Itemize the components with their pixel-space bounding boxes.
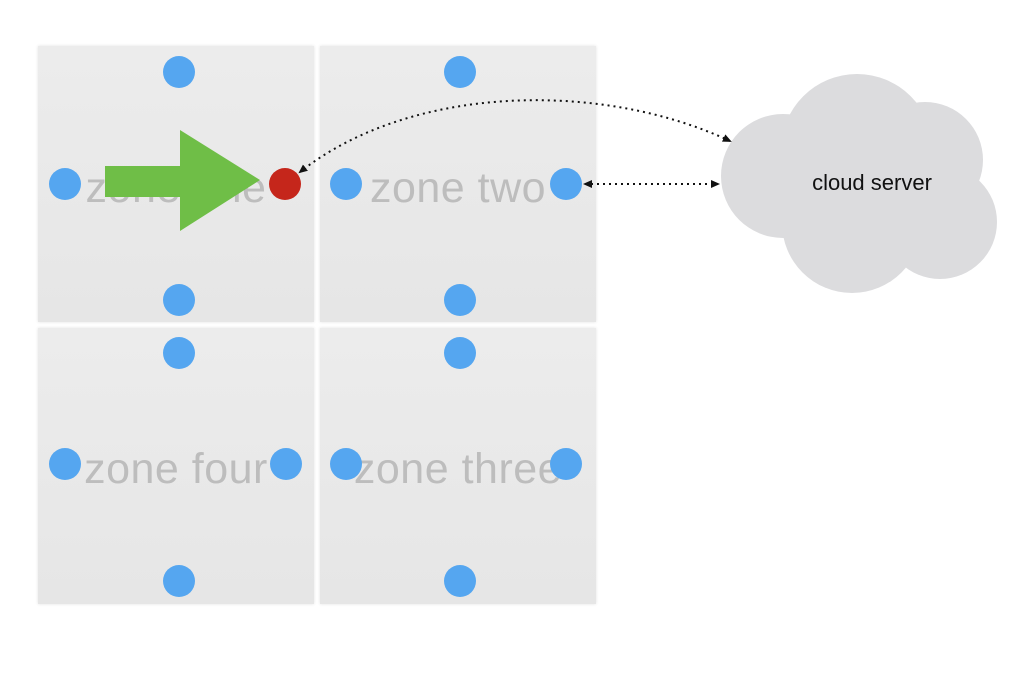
zone-two-bottom-node <box>444 284 476 316</box>
zone-four-label: zone four <box>84 445 268 493</box>
zone-one-bottom-node <box>163 284 195 316</box>
green-right-arrow-icon <box>105 130 260 231</box>
zone-four-left-node <box>49 448 81 480</box>
zone-three-label: zone three <box>353 445 563 493</box>
zone-three-top-node <box>444 337 476 369</box>
cloud-to-active-node-link <box>298 99 732 174</box>
zone-four-tile <box>38 328 314 604</box>
zone-four-bottom-node <box>163 565 195 597</box>
zone-three-bottom-node <box>444 565 476 597</box>
zone-two-left-node <box>330 168 362 200</box>
zone-two-label: zone two <box>369 164 547 212</box>
cloud-server-label: cloud server <box>812 170 932 195</box>
zone-three-left-node <box>330 448 362 480</box>
zone-three-right-node <box>550 448 582 480</box>
zone-four-top-node <box>163 337 195 369</box>
zone-three-tile <box>320 328 596 604</box>
zone-one-top-node <box>163 56 195 88</box>
active-node <box>269 168 301 200</box>
zone-one-left-node <box>49 168 81 200</box>
zone-four-right-node <box>270 448 302 480</box>
zone-two-top-node <box>444 56 476 88</box>
zone-two-right-node <box>550 168 582 200</box>
cloud-icon <box>721 74 997 293</box>
